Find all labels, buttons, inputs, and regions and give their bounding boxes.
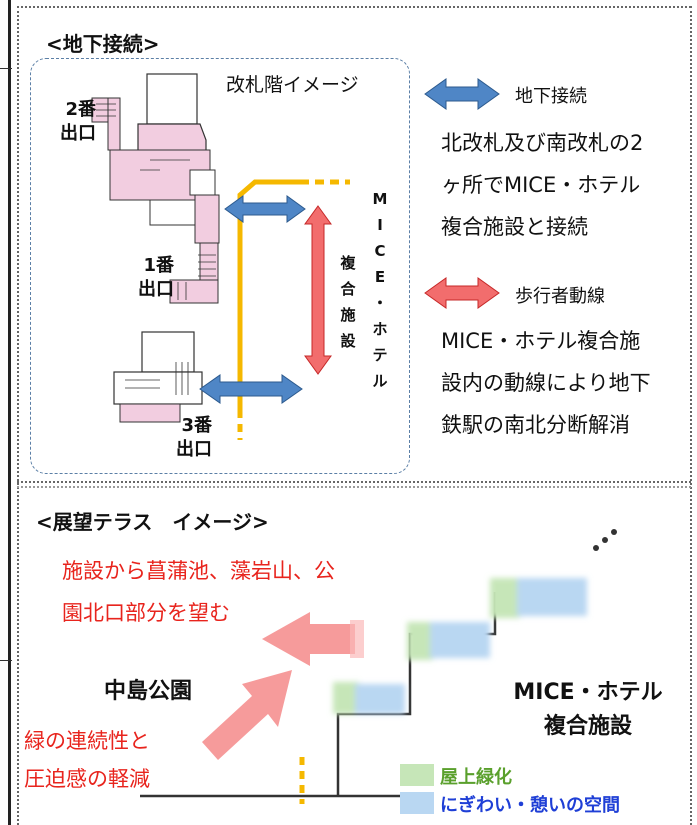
frame-top <box>17 6 691 8</box>
legend-red-arrow-icon <box>424 277 500 309</box>
exit-3-number: 3番 <box>181 415 212 436</box>
vertical-char: ・ <box>372 294 388 312</box>
underground-connection-arrow-south <box>199 374 303 404</box>
exit-3-label: 3番 出口 <box>166 414 212 462</box>
terrace-blocks <box>333 578 587 714</box>
lively-space-block <box>355 684 405 714</box>
underground-route-line <box>237 179 350 440</box>
terrace-diagram <box>140 529 617 814</box>
vertical-char: 複 <box>340 254 356 272</box>
vertical-char: ホ <box>372 320 388 338</box>
vertical-char: 設 <box>340 332 356 350</box>
frame-right <box>690 6 692 825</box>
exit-1-word: 出口 <box>138 279 174 300</box>
pedestrian-flow-arrow <box>304 205 332 375</box>
roof-greenery-block <box>407 622 433 660</box>
park-label: 中島公園 <box>104 679 193 704</box>
vertical-char: 合 <box>340 280 356 298</box>
facility-label-line: 複合施設 <box>543 714 632 739</box>
exit-2-label: 2番 出口 <box>50 98 96 146</box>
green-text-line: 緑の連続性と <box>24 729 150 753</box>
building-step-outline <box>336 592 497 796</box>
legend-space-swatch <box>400 792 434 814</box>
description-line: 北改札及び南改札の2 <box>441 131 644 155</box>
mice-hotel-vertical-label: M I C E ・ ホ テ ル <box>370 186 390 394</box>
legend-roof-swatch <box>400 764 434 786</box>
view-text-line: 施設から菖蒲池、藻岩山、公 <box>62 559 335 583</box>
legend-roof-label: 屋上緑化 <box>440 767 512 788</box>
exit-1-label: 1番 出口 <box>128 254 174 302</box>
green-text-line: 圧迫感の軽減 <box>24 767 150 791</box>
underground-description: 北改札及び南改札の2 ヶ所でMICE・ホテル 複合施設と接続 <box>441 122 643 248</box>
exit-2-word: 出口 <box>60 123 96 144</box>
fukugo-vertical-label: 複 合 施 設 <box>338 250 358 354</box>
legend-blue-arrow-icon <box>424 78 500 110</box>
exit-1-number: 1番 <box>143 255 174 276</box>
vertical-char: テ <box>372 346 388 364</box>
continuation-dots <box>593 529 617 551</box>
vertical-char: I <box>377 216 383 234</box>
view-text: 施設から菖蒲池、藻岩山、公 園北口部分を望む <box>62 550 335 634</box>
exit-2-number: 2番 <box>65 99 96 120</box>
underground-heading: <地下接続> <box>46 32 160 56</box>
description-line: 設内の動線により地下 <box>441 371 651 395</box>
facility-label-line: MICE・ホテル <box>513 680 663 705</box>
border-tick <box>0 660 12 661</box>
roof-greenery-block <box>490 578 520 618</box>
view-direction-arrow <box>262 612 364 666</box>
vertical-char: E <box>374 268 386 286</box>
left-border-line <box>8 0 11 825</box>
north-concourse-plan <box>91 73 220 304</box>
vertical-char: M <box>372 190 388 208</box>
vertical-char: C <box>374 242 386 260</box>
border-tick <box>0 68 12 69</box>
south-concourse-plan <box>113 331 203 423</box>
green-continuity-text: 緑の連続性と 圧迫感の軽減 <box>24 722 150 798</box>
floor-label: 改札階イメージ <box>226 74 359 96</box>
terrace-heading: <展望テラス イメージ> <box>36 510 269 534</box>
legend-underground-label: 地下接続 <box>515 86 587 107</box>
legend-space-label: にぎわい・憩いの空間 <box>440 795 620 816</box>
pedestrian-description: MICE・ホテル複合施 設内の動線により地下 鉄駅の南北分断解消 <box>441 320 651 446</box>
description-line: 鉄駅の南北分断解消 <box>441 413 630 437</box>
section-divider <box>17 481 691 483</box>
lively-space-block <box>517 578 587 616</box>
green-continuity-arrow <box>202 670 292 760</box>
vertical-char: ル <box>372 372 388 390</box>
view-text-line: 園北口部分を望む <box>62 601 230 625</box>
station-plan-diagram <box>91 73 500 440</box>
description-line: MICE・ホテル複合施 <box>441 329 641 353</box>
station-floor-box <box>30 58 410 474</box>
roof-greenery-block <box>333 682 359 714</box>
section-divider-2 <box>17 486 691 488</box>
exit-3-word: 出口 <box>176 439 212 460</box>
lively-space-block <box>430 622 490 658</box>
legend-pedestrian-label: 歩行者動線 <box>515 286 605 307</box>
description-line: ヶ所でMICE・ホテル <box>441 173 641 197</box>
underground-connection-arrow-north <box>224 195 306 223</box>
frame-left <box>17 6 19 825</box>
facility-label: MICE・ホテル 複合施設 <box>498 676 678 744</box>
vertical-char: 施 <box>340 306 356 324</box>
description-line: 複合施設と接続 <box>441 215 588 239</box>
